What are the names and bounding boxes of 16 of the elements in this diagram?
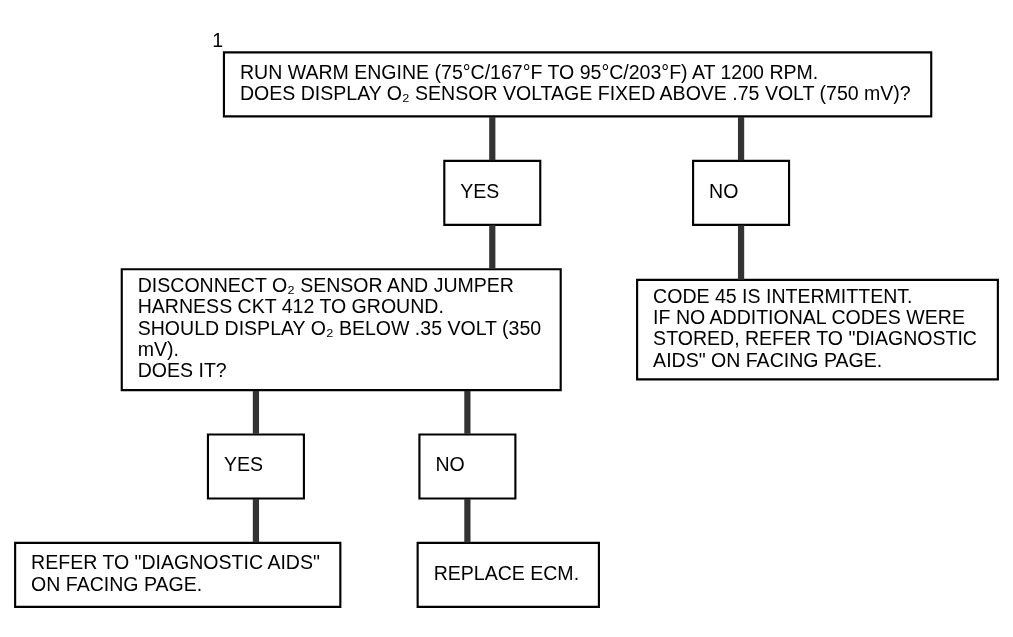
- node-box: REFER TO "DIAGNOSTIC AIDS" ON FACING PAGE.: [14, 541, 342, 608]
- connector: [737, 116, 745, 160]
- node-box: REPLACE ECM.: [416, 541, 600, 608]
- node-box: DISCONNECT O₂ SENSOR AND JUMPER HARNESS CKT 412 TO GROUND. SHOULD DISPLAY O₂ BELOW .35 VOLT (350 mV). DOES IT?: [120, 267, 562, 391]
- node-box: NO: [692, 159, 791, 226]
- connector: [464, 390, 471, 434]
- connector: [252, 390, 260, 434]
- node-label: 1: [212, 28, 224, 51]
- node-box: CODE 45 IS INTERMITTENT. IF NO ADDITIONAL CODES WERE STORED, REFER TO "DIAGNOSTIC AIDS" ON FACING PAGE.: [636, 278, 999, 380]
- connector: [489, 116, 496, 160]
- connector: [737, 224, 745, 280]
- node-box: YES: [443, 159, 542, 226]
- node-box: YES: [206, 432, 305, 500]
- node-box: NO: [418, 432, 517, 500]
- connector: [489, 224, 496, 269]
- node-box: RUN WARM ENGINE (75°C/167°F TO 95°C/203°F) AT 1200 RPM. DOES DISPLAY O₂ SENSOR VOLTAGE FIXED ABOVE .75 VOLT (750 mV)?: [222, 50, 933, 117]
